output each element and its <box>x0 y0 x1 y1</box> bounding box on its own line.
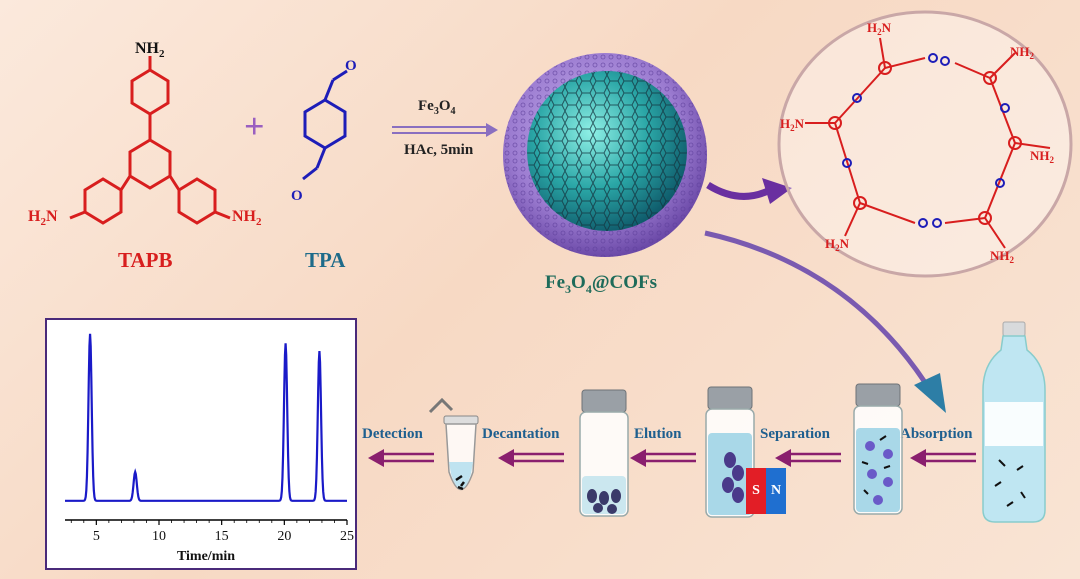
x-tick-label: 10 <box>152 529 166 544</box>
reaction-arrow <box>392 123 498 137</box>
step-separation: Separation <box>760 426 831 442</box>
net-nh2-2: NH2 <box>1010 44 1035 61</box>
product-label: Fe3O4@COFs <box>545 272 658 296</box>
chromatogram-trace <box>65 333 347 502</box>
tapb-label: TAPB <box>118 248 173 272</box>
tapb-nh2-right: NH2 <box>232 208 262 229</box>
core-shell-sphere <box>503 53 707 257</box>
tapb-nh2-top: NH2 <box>135 40 165 61</box>
plus-sign: + <box>244 106 265 146</box>
step-elution: Elution <box>634 426 682 442</box>
tpa-molecule <box>302 69 348 181</box>
step-arrow-elution <box>630 449 696 467</box>
cof-network: H2N NH2 H2N NH2 H2N NH2 <box>777 10 1073 278</box>
net-nh2-4: NH2 <box>1030 148 1055 165</box>
zoom-arrow <box>706 178 792 204</box>
tpa-label: TPA <box>305 248 346 272</box>
magnet-s: S <box>746 468 766 514</box>
tpa-o-top: O <box>345 58 357 74</box>
net-nh2-1: H2N <box>867 20 892 37</box>
vial-elution-icon <box>705 386 755 518</box>
step-absorption: Absorption <box>900 426 973 442</box>
reaction-condition: HAc, 5min <box>404 142 474 158</box>
absorption-arrow <box>704 230 946 413</box>
water-bottle-icon <box>982 321 1046 523</box>
x-tick-label: 5 <box>93 529 100 544</box>
step-arrow-decantation <box>498 449 564 467</box>
vial-decantation-icon <box>579 389 629 517</box>
x-axis-label: Time/min <box>177 549 235 564</box>
x-tick-label: 25 <box>340 529 354 544</box>
step-arrow-detection <box>368 449 434 467</box>
tpa-o-bottom: O <box>291 188 303 204</box>
x-tick-label: 20 <box>277 529 291 544</box>
tapb-nh2-left: H2N <box>28 208 58 229</box>
step-decantation: Decantation <box>482 426 560 442</box>
reaction-reagent: Fe3O4 <box>418 98 456 117</box>
tapb-molecule <box>69 56 231 225</box>
x-tick-label: 15 <box>215 529 229 544</box>
net-nh2-5: H2N <box>825 236 850 253</box>
magnet-n: N <box>766 468 786 514</box>
vial-separation-icon <box>853 383 903 515</box>
net-nh2-3: H2N <box>780 116 805 133</box>
net-nh2-6: NH2 <box>990 248 1015 265</box>
centrifuge-tube-icon <box>428 397 479 491</box>
step-arrow-absorption <box>910 449 976 467</box>
step-arrow-separation <box>775 449 841 467</box>
step-detection: Detection <box>362 426 423 442</box>
